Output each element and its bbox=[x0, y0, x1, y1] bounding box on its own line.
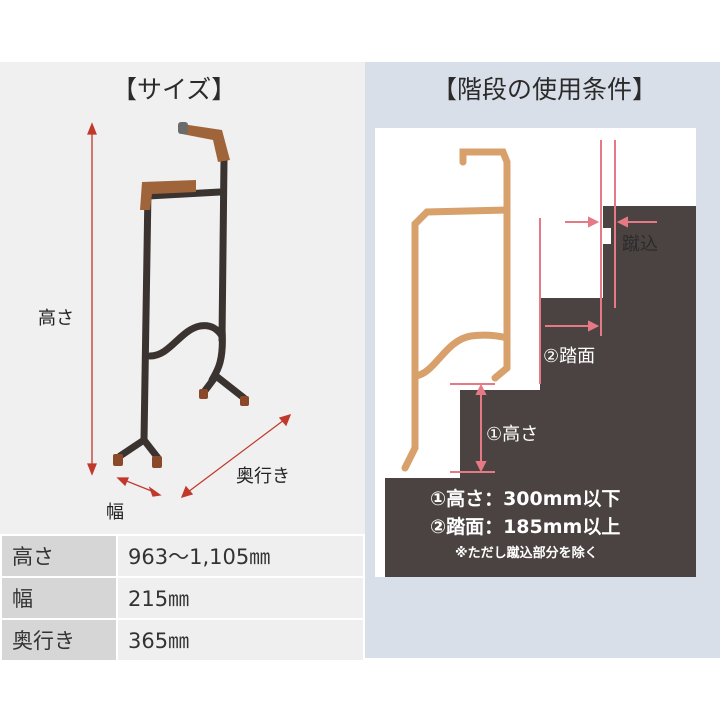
spec-key: 奥行き bbox=[0, 618, 118, 662]
stair-cane bbox=[401, 148, 511, 472]
table-row: 奥行き 365㎜ bbox=[0, 618, 365, 662]
rise-label: ①高さ bbox=[486, 424, 539, 445]
stair-conditions-heading: 【階段の使用条件】 bbox=[432, 75, 658, 104]
condition-height: ①高さ：300mm以下 bbox=[430, 488, 621, 510]
depth-dimension-line bbox=[180, 413, 292, 499]
height-label: 高さ bbox=[38, 308, 74, 329]
tread-label: ②踏面 bbox=[543, 346, 596, 367]
rubber-tips bbox=[113, 389, 249, 468]
staircase bbox=[385, 206, 696, 577]
table-row: 高さ 963〜1,105㎜ bbox=[0, 534, 365, 578]
cane-handles bbox=[140, 122, 230, 210]
width-label: 幅 bbox=[106, 502, 124, 523]
width-dimension-line bbox=[116, 477, 162, 497]
spec-value: 963〜1,105㎜ bbox=[116, 534, 365, 578]
stair-diagram bbox=[385, 140, 696, 577]
kerikomi-label: 蹴込 bbox=[622, 234, 658, 255]
spec-table: 高さ 963〜1,105㎜ 幅 215㎜ 奥行き 365㎜ bbox=[0, 534, 365, 662]
condition-tread: ②踏面：185mm以上 bbox=[430, 516, 621, 538]
height-dimension-line bbox=[87, 122, 97, 476]
kerikomi-notch bbox=[603, 228, 611, 244]
table-row: 幅 215㎜ bbox=[0, 576, 365, 620]
spec-value: 215㎜ bbox=[116, 576, 365, 620]
spec-key: 幅 bbox=[0, 576, 118, 620]
reference-lines bbox=[450, 140, 657, 473]
cane-frame bbox=[116, 156, 248, 462]
size-heading: 【サイズ】 bbox=[112, 75, 237, 104]
condition-note: ※ただし蹴込部分を除く bbox=[455, 546, 598, 561]
spec-key: 高さ bbox=[0, 534, 118, 578]
spec-value: 365㎜ bbox=[116, 618, 365, 662]
depth-label: 奥行き bbox=[236, 466, 290, 487]
cane-size-illustration bbox=[87, 122, 292, 499]
